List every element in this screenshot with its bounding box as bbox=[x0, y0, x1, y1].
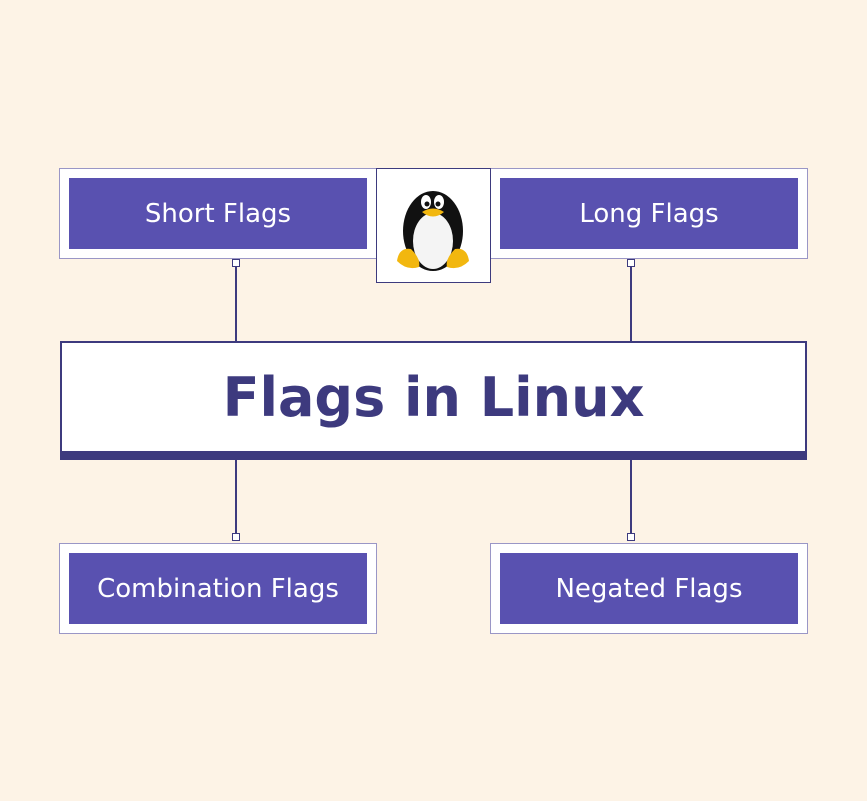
connector-combination bbox=[235, 460, 237, 535]
node-label: Negated Flags bbox=[500, 553, 798, 624]
connector-short bbox=[235, 266, 237, 342]
connector-anchor bbox=[627, 533, 635, 541]
node-label: Long Flags bbox=[500, 178, 798, 249]
connector-negated bbox=[630, 460, 632, 535]
linux-penguin-logo bbox=[376, 168, 491, 283]
connector-anchor bbox=[232, 259, 240, 267]
node-short-flags: Short Flags bbox=[59, 168, 377, 259]
node-long-flags: Long Flags bbox=[490, 168, 808, 259]
main-title-box: Flags in Linux bbox=[60, 341, 807, 453]
tux-penguin-icon bbox=[397, 191, 469, 271]
node-combination-flags: Combination Flags bbox=[59, 543, 377, 634]
connector-anchor bbox=[627, 259, 635, 267]
connector-anchor bbox=[232, 533, 240, 541]
node-label: Combination Flags bbox=[69, 553, 367, 624]
node-negated-flags: Negated Flags bbox=[490, 543, 808, 634]
connector-long bbox=[630, 266, 632, 342]
title-underline-bar bbox=[60, 452, 807, 460]
page-title: Flags in Linux bbox=[222, 365, 645, 429]
node-label: Short Flags bbox=[69, 178, 367, 249]
